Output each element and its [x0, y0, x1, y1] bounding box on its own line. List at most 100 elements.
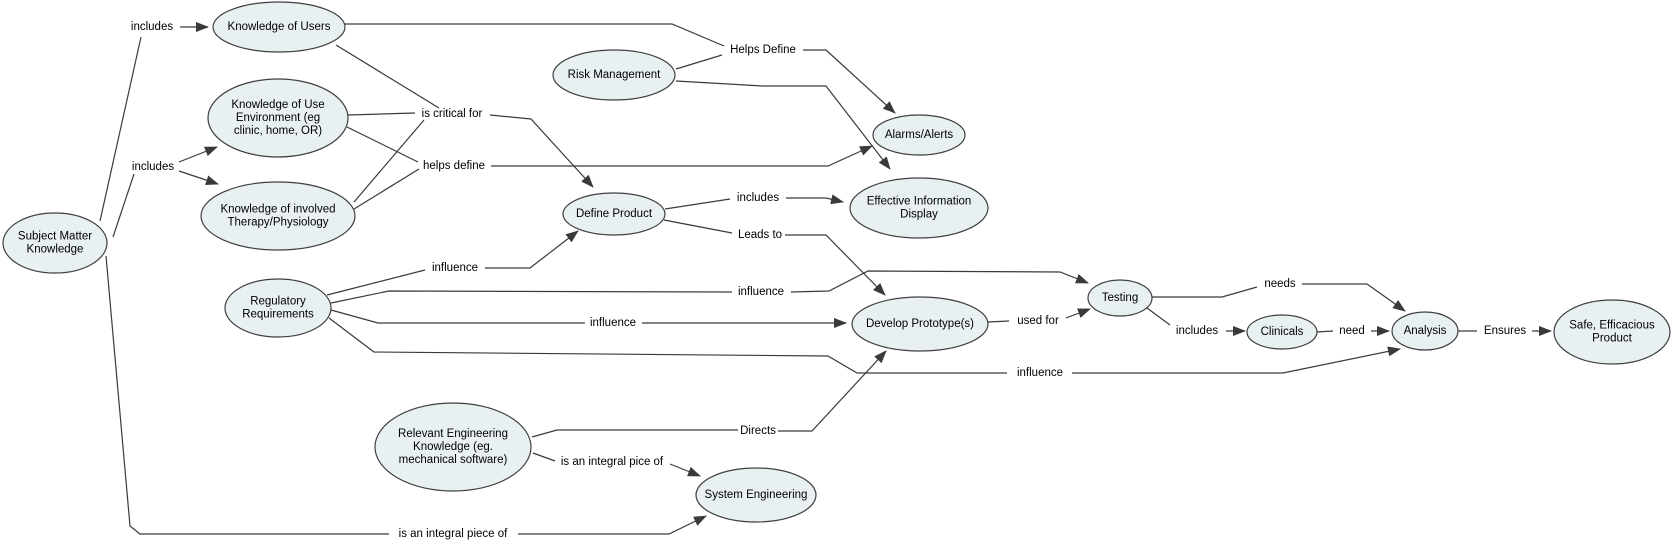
connector-smk-to-includes-knowledge: [112, 173, 135, 238]
connector-risk-to-effective-display: [675, 80, 891, 170]
node-ellipse-analysis[interactable]: [1391, 311, 1459, 351]
connector-helps-define-caps-to-alarms: [803, 49, 896, 114]
node-label-clinicals: Clinicals: [1261, 326, 1304, 338]
connector-regulatory-to-influence-define: [326, 269, 426, 296]
connector-leads-to-to-develop-prototypes: [785, 234, 886, 296]
node-alarms-alerts[interactable]: Alarms/Alerts: [872, 114, 966, 156]
node-label-knowledge-of-users: Knowledge of Users: [228, 21, 331, 33]
node-label-alarms-alerts: Alarms/Alerts: [885, 129, 954, 141]
node-risk-management[interactable]: Risk Management: [552, 49, 676, 101]
node-ellipse-effective-information-display[interactable]: [849, 177, 989, 239]
connector-is-critical-for-to-define-product: [489, 114, 594, 188]
node-ellipse-subject-matter-knowledge[interactable]: [2, 212, 108, 274]
edge-label-used-for[interactable]: used for: [1015, 313, 1060, 329]
node-ellipse-risk-management[interactable]: [552, 49, 676, 101]
connector-engineering-to-integral-pice: [532, 452, 556, 462]
node-ellipse-relevant-engineering-knowledge[interactable]: [374, 402, 532, 492]
connector-includes-to-involved-therapy: [178, 170, 219, 185]
edge-label-influence-prototypes[interactable]: influence: [588, 315, 638, 331]
connector-needs-to-analysis: [1302, 283, 1406, 312]
connector-influence-to-testing: [790, 270, 1089, 293]
node-ellipse-alarms-alerts[interactable]: [872, 114, 966, 156]
node-ellipse-clinicals[interactable]: [1246, 314, 1318, 350]
connector-regulatory-to-influence-prototypes: [330, 309, 585, 324]
edge-label-helps-define[interactable]: helps define: [421, 158, 487, 174]
node-ellipse-testing[interactable]: [1087, 279, 1153, 317]
edge-label-includes-clinicals[interactable]: includes: [1174, 323, 1220, 339]
node-system-engineering[interactable]: System Engineering: [695, 467, 817, 523]
node-label-system-engineering: System Engineering: [705, 489, 808, 501]
connector-risk-to-helps-define-caps: [675, 54, 723, 70]
node-ellipse-knowledge-of-involved-therapy[interactable]: [200, 181, 356, 251]
node-label-define-product: Define Product: [576, 208, 653, 220]
node-ellipse-define-product[interactable]: [562, 192, 666, 236]
edge-label-needs[interactable]: needs: [1263, 276, 1298, 292]
node-label-testing: Testing: [1102, 292, 1138, 304]
node-ellipse-regulatory-requirements[interactable]: [224, 278, 332, 338]
node-clinicals[interactable]: Clinicals: [1246, 314, 1318, 350]
node-define-product[interactable]: Define Product: [562, 192, 666, 236]
connector-regulatory-to-influence-testing: [330, 290, 733, 304]
connector-clinicals-to-need: [1316, 330, 1334, 333]
edge-label-influence-define[interactable]: influence: [430, 260, 480, 276]
connector-define-product-to-leads-to: [663, 219, 733, 234]
connector-used-for-to-testing: [1065, 308, 1091, 319]
node-ellipse-knowledge-of-users[interactable]: [212, 1, 346, 53]
edge-label-influence-testing[interactable]: influence: [736, 284, 786, 300]
connector-regulatory-to-influence-analysis: [328, 317, 1007, 374]
connector-testing-to-includes-clinicals: [1146, 307, 1171, 326]
connector-testing-to-needs: [1152, 286, 1258, 298]
node-label-develop-prototypes: Develop Prototype(s): [866, 318, 974, 330]
node-ellipse-safe-efficacious-product[interactable]: [1553, 299, 1671, 365]
node-analysis[interactable]: Analysis: [1391, 311, 1459, 351]
edge-label-includes-display[interactable]: includes: [735, 190, 781, 206]
edge-label-need[interactable]: need: [1337, 323, 1366, 339]
node-ellipse-system-engineering[interactable]: [695, 467, 817, 523]
connector-includes-to-effective-display: [786, 194, 844, 205]
edge-label-is-critical-for[interactable]: is critical for: [420, 106, 484, 122]
node-develop-prototypes[interactable]: Develop Prototype(s): [851, 296, 989, 352]
node-testing[interactable]: Testing: [1087, 279, 1153, 317]
edge-label-influence-analysis[interactable]: influence: [1015, 365, 1065, 381]
connector-includes-to-use-environment: [178, 146, 218, 163]
connector-users-to-helps-define-caps: [345, 23, 725, 47]
connector-integral-pice-to-system-engineering: [669, 463, 701, 477]
node-ellipse-develop-prototypes[interactable]: [851, 296, 989, 352]
node-label-risk-management: Risk Management: [568, 69, 661, 81]
connector-influence-to-define-product: [485, 230, 579, 269]
connector-smk-to-integral-piece: [105, 255, 389, 535]
connector-directs-to-develop-prototypes: [778, 350, 887, 432]
connector-prototypes-to-used-for: [987, 320, 1010, 323]
edge-label-directs[interactable]: Directs: [738, 423, 778, 439]
connector-helps-define-to-alarms: [491, 145, 873, 167]
node-label-analysis: Analysis: [1404, 325, 1447, 337]
connector-define-product-to-includes: [664, 198, 731, 210]
connector-users-to-is-critical-for: [335, 44, 440, 109]
edge-label-integral-pice[interactable]: is an integral pice of: [559, 454, 666, 470]
connector-influence-to-analysis: [1072, 346, 1401, 374]
node-knowledge-of-users[interactable]: Knowledge of Users: [212, 1, 346, 53]
edge-label-leads-to[interactable]: Leads to: [736, 227, 784, 243]
edge-label-includes-users[interactable]: includes: [129, 19, 175, 35]
edge-label-helps-define-caps[interactable]: Helps Define: [728, 42, 797, 58]
edge-label-ensures[interactable]: Ensures: [1482, 323, 1528, 339]
connector-use-env-to-helps-define: [346, 126, 419, 163]
connector-engineering-to-directs: [531, 429, 738, 438]
node-ellipse-knowledge-of-use-environment[interactable]: [207, 78, 349, 158]
edge-label-integral-piece[interactable]: is an integral piece of: [397, 526, 510, 542]
edge-label-includes-knowledge[interactable]: includes: [130, 159, 176, 175]
